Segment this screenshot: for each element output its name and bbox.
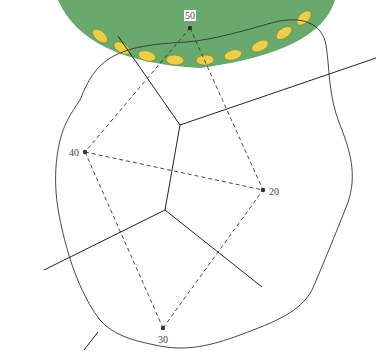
polygon-lines [44, 36, 376, 350]
station-value: 50 [184, 10, 196, 21]
station-value: 20 [268, 186, 280, 197]
station-dots [83, 26, 265, 330]
station-links [85, 28, 263, 328]
station-value: 40 [68, 147, 80, 158]
watermark-logo [58, 0, 335, 68]
station-value: 30 [157, 334, 169, 345]
catchment-boundary [56, 20, 353, 348]
